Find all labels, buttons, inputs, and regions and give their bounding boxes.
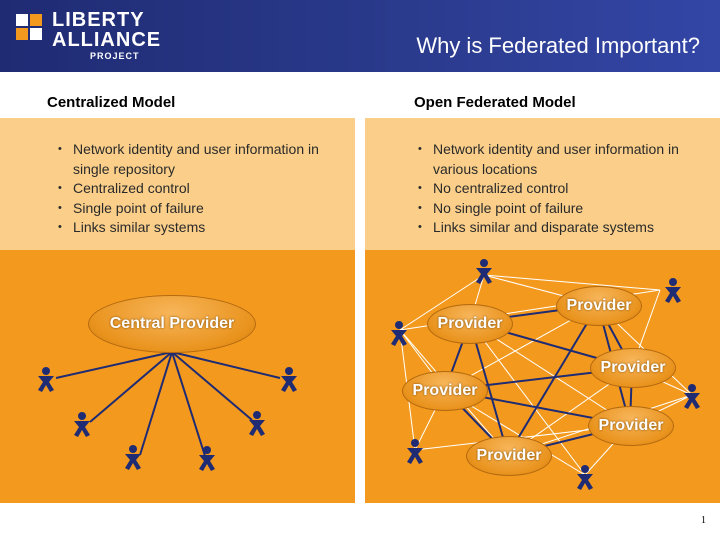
person-icon: [577, 465, 593, 490]
person-icon: [281, 367, 297, 392]
list-item: Centralized control: [55, 179, 335, 199]
central-provider-node: Central Provider: [88, 295, 256, 353]
central-provider-label: Central Provider: [109, 315, 235, 332]
provider-label: Provider: [598, 417, 664, 434]
centralized-bullet-list: Network identity and user information in…: [55, 140, 335, 238]
provider-node: Provider: [466, 436, 552, 476]
provider-node: Provider: [556, 286, 642, 326]
person-icon: [407, 439, 423, 464]
list-item: Network identity and user information in…: [55, 140, 335, 179]
list-item: No single point of failure: [415, 199, 715, 219]
page-title: Why is Federated Important?: [416, 33, 700, 58]
centralized-heading: Centralized Model: [47, 94, 176, 111]
person-icon: [684, 384, 700, 409]
provider-label: Provider: [437, 315, 503, 332]
provider-label: Provider: [476, 447, 542, 464]
person-icon: [391, 321, 407, 346]
logo-squares-icon: [16, 14, 44, 42]
logo-text-liberty: LIBERTY: [52, 9, 145, 31]
title-bar: LIBERTY ALLIANCE PROJECT Why is Federate…: [0, 0, 720, 72]
federated-heading: Open Federated Model: [414, 94, 576, 111]
list-item: Single point of failure: [55, 199, 335, 219]
person-icon: [199, 446, 215, 471]
logo-text-project: PROJECT: [90, 51, 140, 61]
provider-label: Provider: [412, 382, 478, 399]
person-icon: [665, 278, 681, 303]
provider-node: Provider: [427, 304, 513, 344]
person-icon: [476, 259, 492, 284]
provider-label: Provider: [566, 297, 632, 314]
logo-text-alliance: ALLIANCE: [52, 29, 162, 51]
provider-node: Provider: [590, 348, 676, 388]
list-item: Links similar systems: [55, 218, 335, 238]
liberty-alliance-logo: LIBERTY ALLIANCE PROJECT: [16, 8, 186, 64]
provider-node: Provider: [402, 371, 488, 411]
person-icon: [38, 367, 54, 392]
page-number: 1: [701, 515, 706, 526]
provider-node: Provider: [588, 406, 674, 446]
list-item: No centralized control: [415, 179, 715, 199]
person-icon: [74, 412, 90, 437]
person-icon: [125, 445, 141, 470]
provider-label: Provider: [600, 359, 666, 376]
federated-bullet-list: Network identity and user information in…: [415, 140, 715, 238]
list-item: Network identity and user information in…: [415, 140, 715, 179]
list-item: Links similar and disparate systems: [415, 218, 715, 238]
person-icon: [249, 411, 265, 436]
